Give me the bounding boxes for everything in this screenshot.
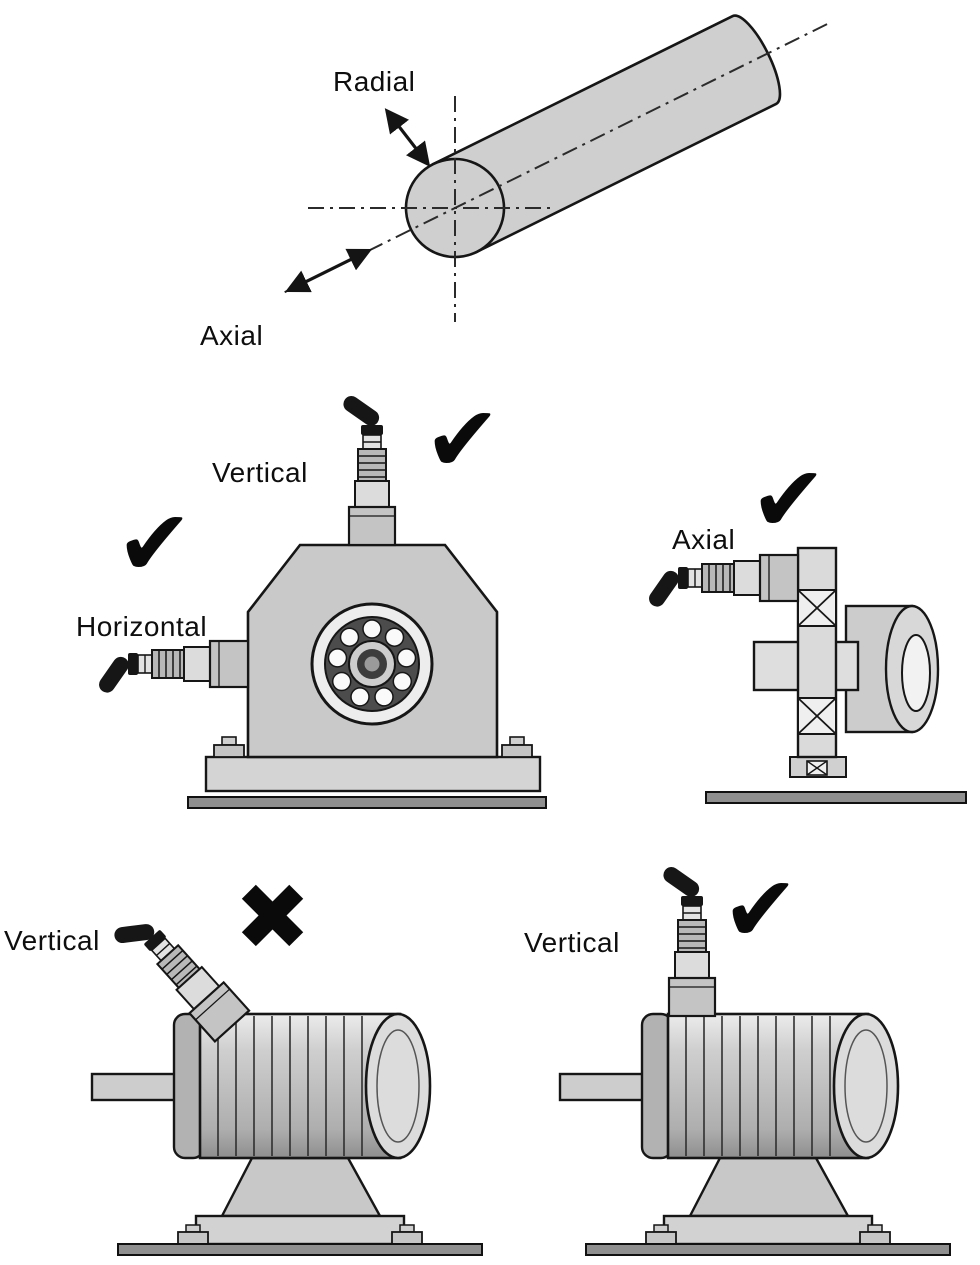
check-icon: ✔ (750, 446, 828, 553)
shaft-cylinder (284, 14, 832, 294)
radial-label: Radial (333, 66, 416, 97)
bearing-axial-figure (644, 546, 967, 804)
vertical-right-label: Vertical (524, 927, 620, 958)
cross-icon: ✖ (234, 864, 312, 971)
accelerometer-sensor-horizontal (94, 639, 250, 697)
accelerometer-sensor-vertical (339, 391, 397, 547)
check-icon: ✔ (116, 490, 194, 597)
ground-line (705, 791, 967, 804)
electric-motor (90, 1012, 484, 1257)
axial-mount-label: Axial (672, 524, 736, 555)
vertical-label: Vertical (212, 457, 308, 488)
accelerometer-sensor-axial (644, 553, 800, 611)
axial-label: Axial (200, 320, 264, 351)
ball-bearing-face (310, 602, 434, 726)
check-icon: ✔ (424, 386, 502, 493)
check-icon: ✔ (722, 856, 800, 963)
bolt (213, 744, 245, 758)
ground-line (187, 796, 547, 809)
electric-motor (558, 1012, 952, 1257)
shaft-axes-figure (284, 14, 832, 322)
axial-arrow (285, 248, 373, 293)
radial-arrow (384, 108, 431, 167)
bearing-cross-section (797, 589, 837, 776)
vertical-wrong-label: Vertical (4, 925, 100, 956)
shaft-centerline (284, 21, 832, 294)
bearing-housing-front-figure (94, 391, 547, 809)
horizontal-label: Horizontal (76, 611, 208, 642)
base-plate (204, 755, 542, 793)
accelerometer-sensor-vertical (659, 862, 717, 1018)
bolt (501, 744, 533, 758)
